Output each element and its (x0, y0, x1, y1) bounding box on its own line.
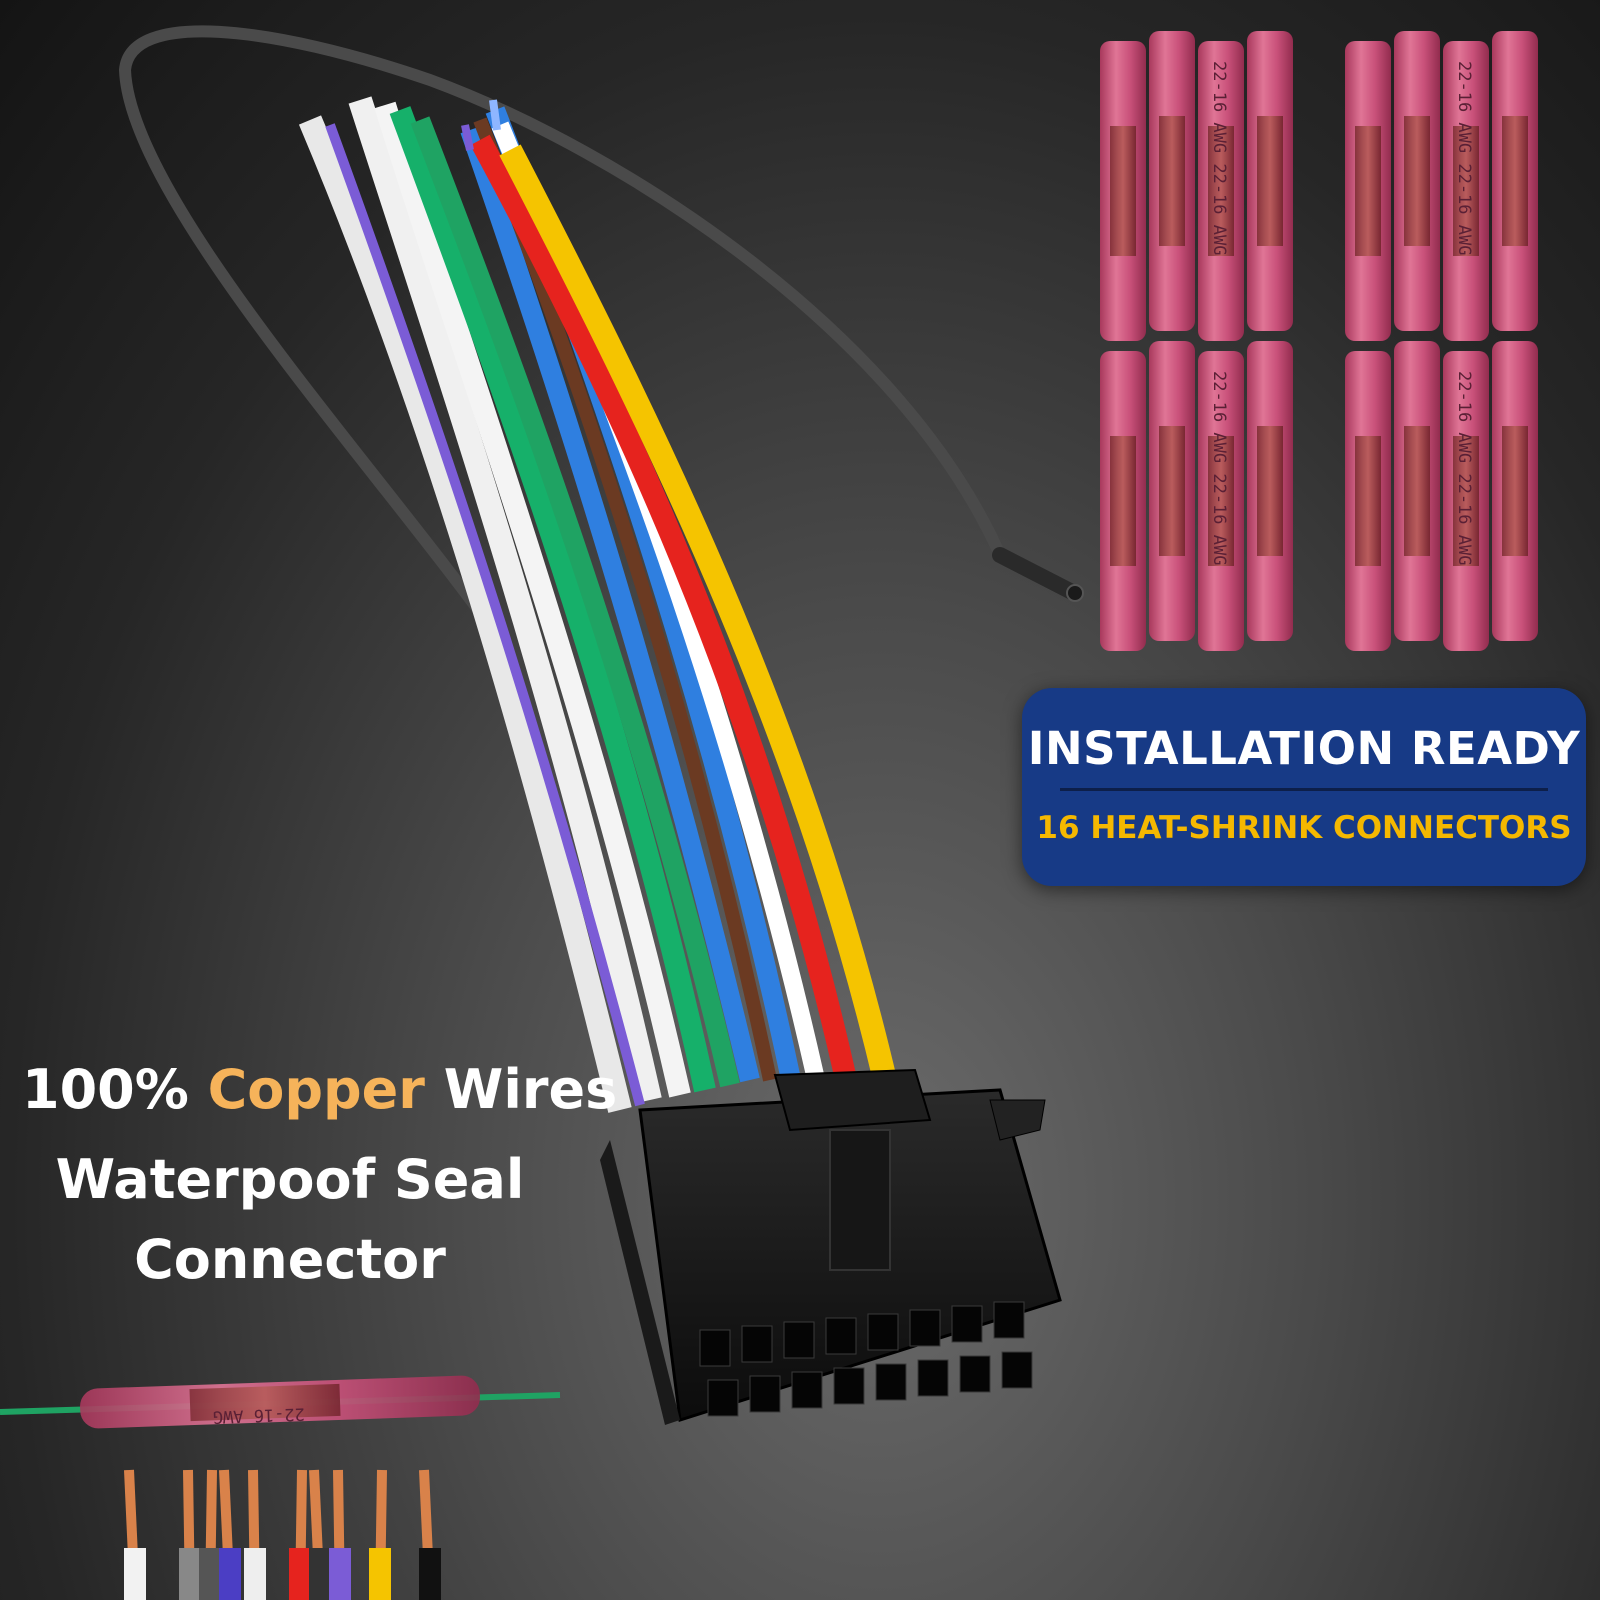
copper-wire-end (419, 1469, 441, 1600)
plug-pin-hole (1001, 1351, 1033, 1389)
heat-shrink-connector (1492, 341, 1538, 641)
heat-shrink-connector (1149, 31, 1195, 331)
copper-wire-end (309, 1469, 331, 1600)
plug-pin-hole (867, 1313, 899, 1351)
spliced-wire-inset: 22-16 AWG (0, 1375, 561, 1429)
installation-badge: INSTALLATION READY 16 HEAT-SHRINK CONNEC… (1022, 688, 1586, 886)
plug-pin-hole (875, 1363, 907, 1401)
heat-shrink-connector (1100, 41, 1146, 341)
copper-wire-ends (124, 1469, 441, 1600)
feature-copper-accent: Copper (207, 1058, 425, 1121)
heat-shrink-connectors: 22-16 AWG 22-16 AWG 22-16 AWG 22-16 AWG 22… (1100, 31, 1538, 651)
copper-wire-end (179, 1469, 201, 1600)
sleeve-marking: 22-16 AWG 22-16 AWG (1209, 61, 1229, 255)
plug-pin-hole (959, 1355, 991, 1393)
badge-subtitle: 16 HEAT-SHRINK CONNECTORS (1036, 810, 1572, 846)
plug-pin-hole (917, 1359, 949, 1397)
heat-shrink-connector (1247, 341, 1293, 641)
heat-shrink-connector (1100, 351, 1146, 651)
sleeve-marking: 22-16 AWG 22-16 AWG (1454, 371, 1474, 565)
plug-pin-hole (951, 1305, 983, 1343)
heat-shrink-connector (1247, 31, 1293, 331)
heat-shrink-connector (1394, 341, 1440, 641)
wire-bundle (298, 96, 897, 1113)
heat-shrink-connector: 22-16 AWG 22-16 AWG (1443, 351, 1489, 651)
plug-pin-hole (909, 1309, 941, 1347)
copper-wire-end (369, 1469, 391, 1600)
wire-harness-plug (600, 1068, 1062, 1425)
copper-wire-end (244, 1469, 266, 1600)
feature-seal-line2: Connector (134, 1228, 446, 1291)
plug-pin-hole (749, 1375, 781, 1413)
heat-shrink-connector: 22-16 AWG 22-16 AWG (1198, 41, 1244, 341)
plug-pin-hole (791, 1371, 823, 1409)
gray-wire (118, 25, 1006, 646)
sleeve-marking: 22-16 AWG 22-16 AWG (1454, 61, 1474, 255)
plug-pin-hole (833, 1367, 865, 1405)
heat-shrink-connector: 22-16 AWG 22-16 AWG (1198, 351, 1244, 651)
copper-wire-end (329, 1469, 351, 1600)
copper-wire-end (219, 1469, 241, 1600)
badge-divider (1060, 788, 1548, 791)
feature-copper-prefix: 100% (22, 1058, 189, 1121)
heat-shrink-connector (1492, 31, 1538, 331)
badge-title: INSTALLATION READY (1027, 722, 1581, 775)
heat-shrink-connector (1345, 41, 1391, 341)
feature-copper: 100% Copper Wires (22, 1058, 617, 1121)
feature-copper-suffix: Wires (443, 1058, 618, 1121)
plug-pin-hole (993, 1301, 1025, 1339)
heat-shrink-connector (1345, 351, 1391, 651)
plug-pin-hole (707, 1379, 739, 1417)
sleeve-marking: 22-16 AWG 22-16 AWG (1209, 371, 1229, 565)
plug-pin-hole (699, 1329, 731, 1367)
copper-wire-end (199, 1469, 221, 1600)
copper-wire-end (124, 1469, 146, 1600)
heat-shrink-connector: 22-16 AWG 22-16 AWG (1443, 41, 1489, 341)
copper-wire-end (289, 1469, 311, 1600)
sleeve-marking: 22-16 AWG (212, 1403, 305, 1426)
plug-pin-hole (825, 1317, 857, 1355)
plug-pin-hole (783, 1321, 815, 1359)
plug-pin-hole (741, 1325, 773, 1363)
feature-seal-line1: Waterpoof Seal (55, 1148, 525, 1211)
heat-shrink-connector (1394, 31, 1440, 331)
heat-shrink-connector (1149, 341, 1195, 641)
